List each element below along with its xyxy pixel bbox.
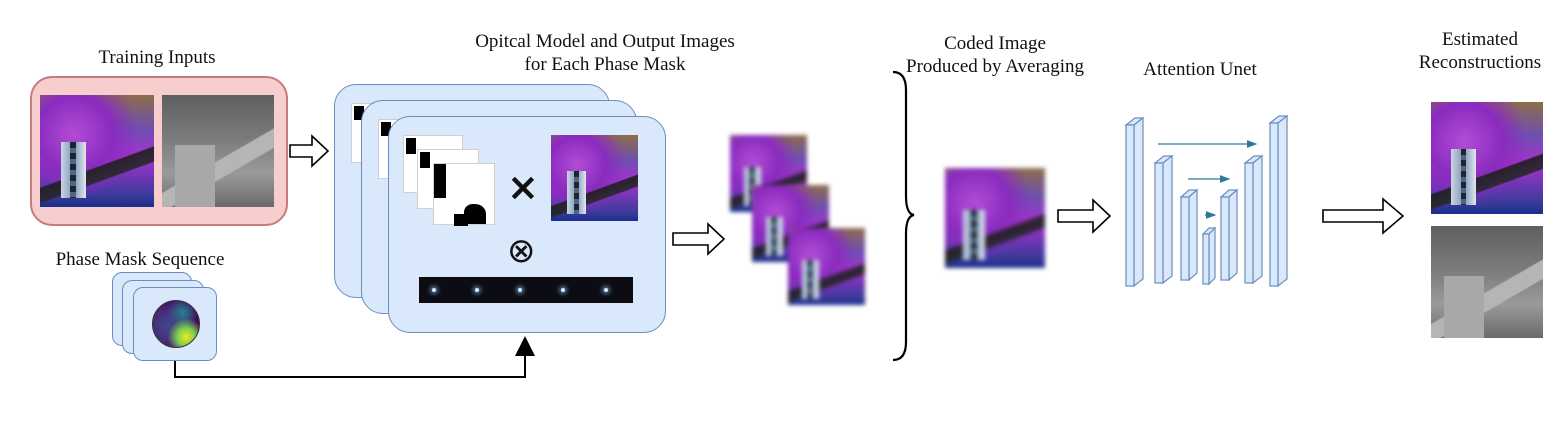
coded-image-label-line2: Produced by Averaging [906,56,1084,77]
optical-model-label-line2: for Each Phase Mask [524,54,686,75]
optical-model-label-line1: Opitcal Model and Output Images [475,31,735,52]
skip-connection-arrows [1158,140,1258,219]
phase-mask-sequence-label: Phase Mask Sequence [55,249,225,270]
training-rgb-image [40,95,154,207]
estimated-label-line1: Estimated [1442,29,1518,50]
output-image-3 [788,228,865,305]
phase-mask-connector [174,336,535,378]
optical-rgb-image [551,135,638,221]
phase-mask-card [133,287,217,361]
binary-phase-mask [433,163,495,226]
phase-mask-icon [152,300,200,348]
flow-arrow-icon [1057,198,1112,234]
estimated-label-line2: Reconstructions [1418,52,1542,73]
brace-icon [892,70,915,362]
flow-arrow-icon [1322,197,1405,235]
flow-arrow-icon [672,222,726,256]
psf-strip [419,277,633,303]
training-depth-image [162,95,274,207]
coded-image [945,168,1045,268]
attention-unet-label: Attention Unet [1143,59,1257,80]
flow-arrow-icon [289,134,330,168]
convolve-symbol: ⊗ [507,231,536,271]
coded-image-label-line1: Coded Image [944,33,1046,54]
reconstruction-depth [1431,226,1543,338]
multiply-symbol: × [507,165,539,209]
optical-card-front: × ⊗ [388,116,666,333]
training-inputs-box [30,76,288,226]
unet-icon [1124,114,1289,288]
training-inputs-label: Training Inputs [98,47,216,68]
reconstruction-rgb [1431,102,1543,214]
